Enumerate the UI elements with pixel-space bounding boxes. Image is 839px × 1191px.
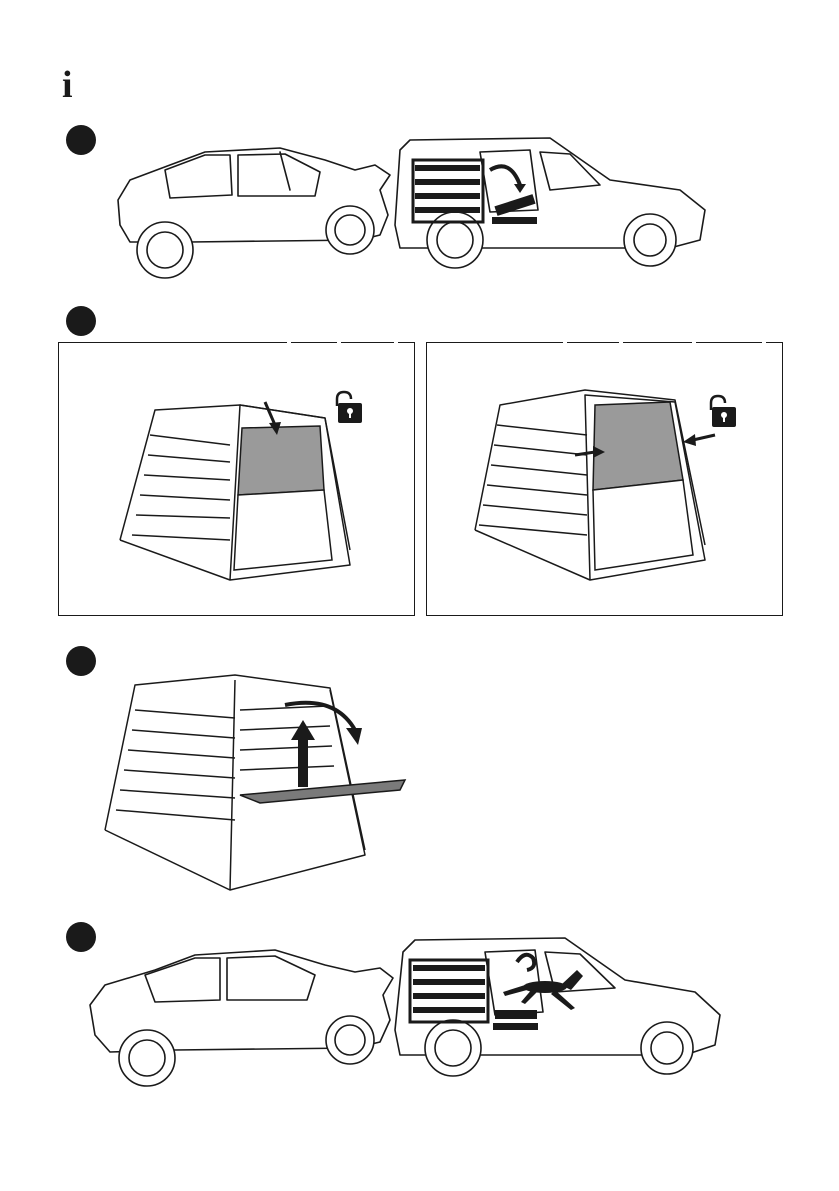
crate-in-boot [415,168,480,210]
step-2-marker [66,306,96,336]
step-1-marker [66,125,96,155]
info-icon: i [62,68,84,102]
left-car-front-wheel [137,222,193,278]
folded-crate-door [240,780,405,803]
crate-side-latches-illustration [465,380,725,600]
dog-leash-arc [517,955,534,970]
unlock-padlock-icon [706,394,738,428]
crate-in-boot [413,968,485,1010]
right-car-rear-wheel [624,214,676,266]
press-arrow-icon [265,402,275,425]
step-3-illustration [100,670,420,900]
lift-arrow-icon [291,720,315,740]
right-car-front-wheel [427,212,483,268]
step-4-illustration [85,930,725,1090]
crate-door-shaded [593,402,683,490]
squeeze-arrow-left-icon [575,452,595,455]
crate-top-latch-illustration [110,390,370,590]
step-1-illustration [110,130,720,280]
dog-icon [503,970,583,1010]
crate-door-upper-shaded [238,426,324,495]
step-3-marker [66,646,96,676]
left-car-rear-wheel [326,206,374,254]
unlock-padlock-icon [332,390,364,424]
crate-bars [132,435,230,540]
lift-arrow-shaft [298,735,308,787]
open-arrow-icon [490,166,520,185]
squeeze-arrow-right-icon [693,435,715,440]
